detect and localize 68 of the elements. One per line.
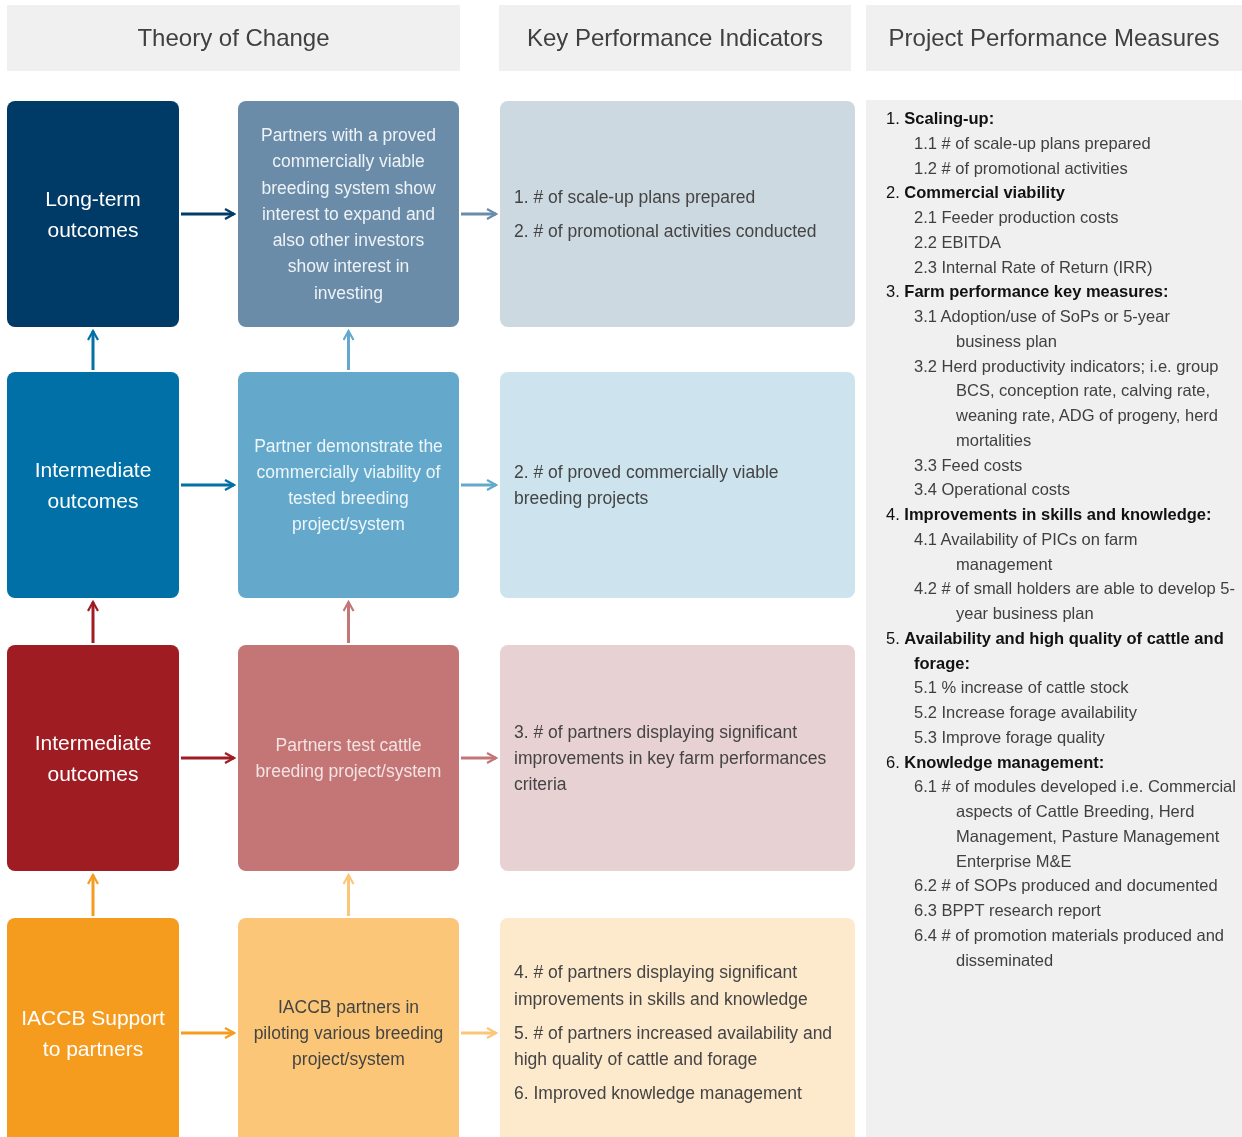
header-band: Project Performance Measures	[866, 5, 1242, 71]
outcome-box	[7, 372, 179, 598]
list-item: 6.4 # of promotion materials produced and disseminated	[913, 924, 1226, 971]
list-item: 1.2 # of promotional activities	[913, 157, 1129, 179]
arrow	[86, 600, 100, 643]
header-band: Theory of Change	[7, 5, 460, 71]
list-item: 5.2 Increase forage availability	[913, 702, 1138, 723]
list-heading: 2. Commercial viability	[886, 182, 1066, 204]
arrow	[86, 873, 100, 916]
process-box	[238, 645, 459, 871]
list-item: 3.4 Operational costs	[913, 479, 1071, 501]
box-text: IACCB partners in piloting various breeding project/system	[252, 995, 445, 1072]
indicator-box	[500, 101, 855, 327]
outcome-box	[7, 645, 179, 871]
outcome-box	[7, 101, 179, 327]
box-text: Long-term outcomes	[44, 185, 142, 243]
outcome-box	[7, 918, 179, 1137]
arrow	[181, 751, 236, 765]
indicator-box	[500, 372, 855, 598]
list-heading: 4. Improvements in skills and knowledge:	[886, 504, 1213, 525]
box-text: 5. # of partners increased availability and high quality of cattle and forage	[514, 1021, 834, 1072]
arrow	[181, 1026, 236, 1040]
list-item: 4.2 # of small holders are able to develop 5-year business plan	[913, 578, 1236, 624]
arrow	[342, 329, 355, 370]
list-item: 1.1 # of scale-up plans prepared	[913, 132, 1152, 154]
box-text: 2. # of promotional activities conducted	[514, 220, 817, 243]
process-box	[238, 918, 459, 1137]
box-text: 6. Improved knowledge management	[514, 1082, 802, 1106]
arrow	[181, 207, 236, 221]
header-band: Key Performance Indicators	[499, 5, 851, 71]
arrow	[342, 873, 355, 916]
list-item: 5.1 % increase of cattle stock	[913, 677, 1130, 699]
list-heading: 1. Scaling-up:	[886, 108, 996, 129]
box-text: Partner demonstrate the commercially viability of tested breeding project/system	[253, 434, 444, 537]
arrow	[461, 478, 498, 492]
list-item: 3.1 Adoption/use of SoPs or 5-year business plan	[913, 306, 1171, 352]
indicator-box	[500, 645, 855, 871]
box-text: 4. # of partners displaying significant improvements in skills and knowledge	[514, 961, 809, 1011]
list-item: 6.2 # of SOPs produced and documented	[913, 875, 1219, 897]
list-item: 5.3 Improve forage quality	[913, 726, 1106, 748]
arrow	[86, 329, 100, 370]
indicator-box	[500, 918, 855, 1137]
list-item: 6.1 # of modules developed i.e. Commercial aspects of Cattle Breeding, Herd Management, Pasture Management Enterprise M&E	[913, 776, 1236, 872]
list-item: 4.1 Availability of PICs on farm management	[913, 528, 1139, 575]
list-item: 3.3 Feed costs	[913, 454, 1024, 476]
arrow	[461, 751, 498, 765]
list-heading: 5. Availability and high quality of cattle and forage:	[886, 627, 1225, 674]
box-text: Partners with a proved commercially viable breeding system show interest to expand and also other investors show interest in investing	[259, 124, 438, 305]
list-item: 2.2 EBITDA	[913, 231, 1003, 253]
box-text: 2. # of proved commercially viable breeding projects	[514, 460, 780, 510]
box-text: Intermediate outcomes	[33, 729, 153, 787]
box-text: Partners test cattle breeding project/system	[254, 733, 443, 783]
arrow	[181, 478, 236, 492]
arrow	[342, 600, 355, 643]
process-box	[238, 101, 459, 327]
arrow	[461, 207, 498, 221]
process-box	[238, 372, 459, 598]
list-heading: 6. Knowledge management:	[886, 751, 1106, 773]
box-text: 3. # of partners displaying significant improvements in key farm performances criteria	[514, 720, 828, 797]
list-heading: 3. Farm performance key measures:	[886, 281, 1170, 303]
list-item: 2.1 Feeder production costs	[913, 207, 1120, 228]
box-text: Intermediate outcomes	[33, 456, 153, 514]
list-item: 6.3 BPPT research report	[913, 900, 1102, 921]
box-text: 1. # of scale-up plans prepared	[514, 185, 756, 209]
arrow	[461, 1026, 498, 1040]
box-text: IACCB Support to partners	[21, 1004, 165, 1062]
list-item: 3.2 Herd productivity indicators; i.e. group BCS, conception rate, calving rate, weaning rate, ADG of progeny, herd mortalities	[913, 355, 1220, 451]
list-item: 2.3 Internal Rate of Return (IRR)	[913, 256, 1154, 278]
